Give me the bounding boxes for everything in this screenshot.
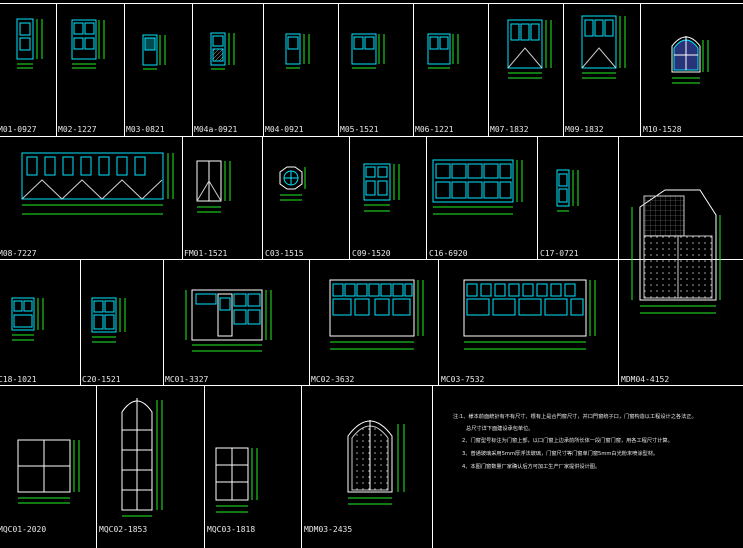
- curtain-wall-mqc01: [17, 439, 80, 504]
- row-4-labels: MQC01-2020 MQC02-1853 MQC03-1818 MDM03-2…: [0, 525, 352, 534]
- door-elevation-m03: [142, 34, 166, 70]
- window-c20: [91, 297, 126, 343]
- drawing-label: MDM03-2435: [304, 525, 352, 534]
- drawing-label: M03-0821: [126, 125, 165, 134]
- row-2-labels: M08-7227 FM01-1521 C03-1515 C09-1520 C16…: [0, 249, 669, 384]
- curtain-wall-mqc02: [121, 398, 163, 517]
- drawing-label: MQC03-1818: [207, 525, 255, 534]
- drawing-label: C17-0721: [540, 249, 579, 258]
- drawing-label: MC02-3632: [311, 375, 355, 384]
- note-line: 2、门窗型号标注为门窗上部，以口门窗上边承前所长体一段门窗门窗，用各工程尺寸计算…: [462, 436, 673, 444]
- row-4-drawings: [17, 398, 405, 517]
- drawing-label: M06-1221: [415, 125, 454, 134]
- drawing-label: MDM04-4152: [621, 375, 669, 384]
- row-2-drawings: [21, 152, 721, 314]
- drawing-label: M09-1832: [565, 125, 604, 134]
- drawing-label: FM01-1521: [184, 249, 228, 258]
- drawing-label: MC03-7532: [441, 375, 485, 384]
- title-border-grid: [0, 3, 743, 548]
- note-line: 3、普通玻璃采用5mm厚浮法玻璃，门窗尺寸等门窗单门窗5mm白光粉末喷涂型材。: [462, 449, 658, 457]
- folding-door-m08: [21, 152, 174, 215]
- drawing-label: C09-1520: [352, 249, 391, 258]
- drawing-label: M01-0927: [0, 125, 37, 134]
- door-elevation-m04: [285, 33, 310, 69]
- drawing-label: C03-1515: [265, 249, 304, 258]
- curtain-wall-mqc03: [215, 447, 258, 513]
- drawing-label: M07-1832: [490, 125, 529, 134]
- drawing-label: MQC02-1853: [99, 525, 147, 534]
- gate-elevation-mdm04: [631, 189, 721, 314]
- drawing-label: C20-1521: [82, 375, 121, 384]
- door-elevation-m01: [16, 18, 43, 69]
- drawing-label: M04-0921: [265, 125, 304, 134]
- drawing-label: M08-7227: [0, 249, 37, 258]
- note-line: 注:1、様本前面統計有不有尺寸、根有上是合門窗尺寸，并口門窗统子口，门窗构造以工…: [453, 412, 697, 420]
- arched-gate-mdm03: [347, 420, 405, 505]
- general-notes: 注:1、様本前面統計有不有尺寸、根有上是合門窗尺寸，并口門窗统子口，门窗构造以工…: [453, 412, 697, 470]
- window-c18: [11, 297, 44, 341]
- row-1-labels: M01-0927 M02-1227 M03-0821 M04a-0921 M04…: [0, 125, 682, 134]
- door-elevation-m10-arched: [671, 36, 709, 84]
- drawing-label: MC01-3327: [165, 375, 209, 384]
- row-3-labels: C18-1021 C20-1521 MC01-3327 MC02-3632 MC…: [0, 375, 485, 384]
- door-elevation-m09: [581, 15, 626, 79]
- window-c17: [556, 169, 579, 212]
- row-3-drawings: [11, 279, 596, 352]
- door-window-mc03: [463, 279, 596, 350]
- door-elevation-m02: [71, 19, 105, 69]
- drawing-label: C16-6920: [429, 249, 468, 258]
- drawing-label: M02-1227: [58, 125, 97, 134]
- row-1-door-drawings: [16, 15, 709, 84]
- note-line: 总尺寸详下面建设承包单位。: [466, 424, 533, 432]
- drawing-label: M10-1528: [643, 125, 682, 134]
- drawing-label: M04a-0921: [194, 125, 238, 134]
- door-window-mc02: [329, 279, 424, 350]
- drawing-label: M05-1521: [340, 125, 379, 134]
- door-elevation-m06: [427, 33, 459, 69]
- door-window-mc01: [185, 289, 272, 352]
- window-c09: [363, 163, 400, 212]
- window-c16: [432, 159, 523, 215]
- drawing-label: MQC01-2020: [0, 525, 46, 534]
- note-line: 4、本图门窗数量厂家确认后方可加工生产厂家提供设计图。: [462, 462, 600, 470]
- drawing-label: C18-1021: [0, 375, 37, 384]
- round-window-c03: [279, 166, 306, 201]
- door-elevation-m04a: [210, 32, 235, 70]
- door-elevation-m05: [351, 33, 385, 69]
- door-elevation-m07: [507, 19, 552, 79]
- fire-door-fm01: [196, 160, 231, 213]
